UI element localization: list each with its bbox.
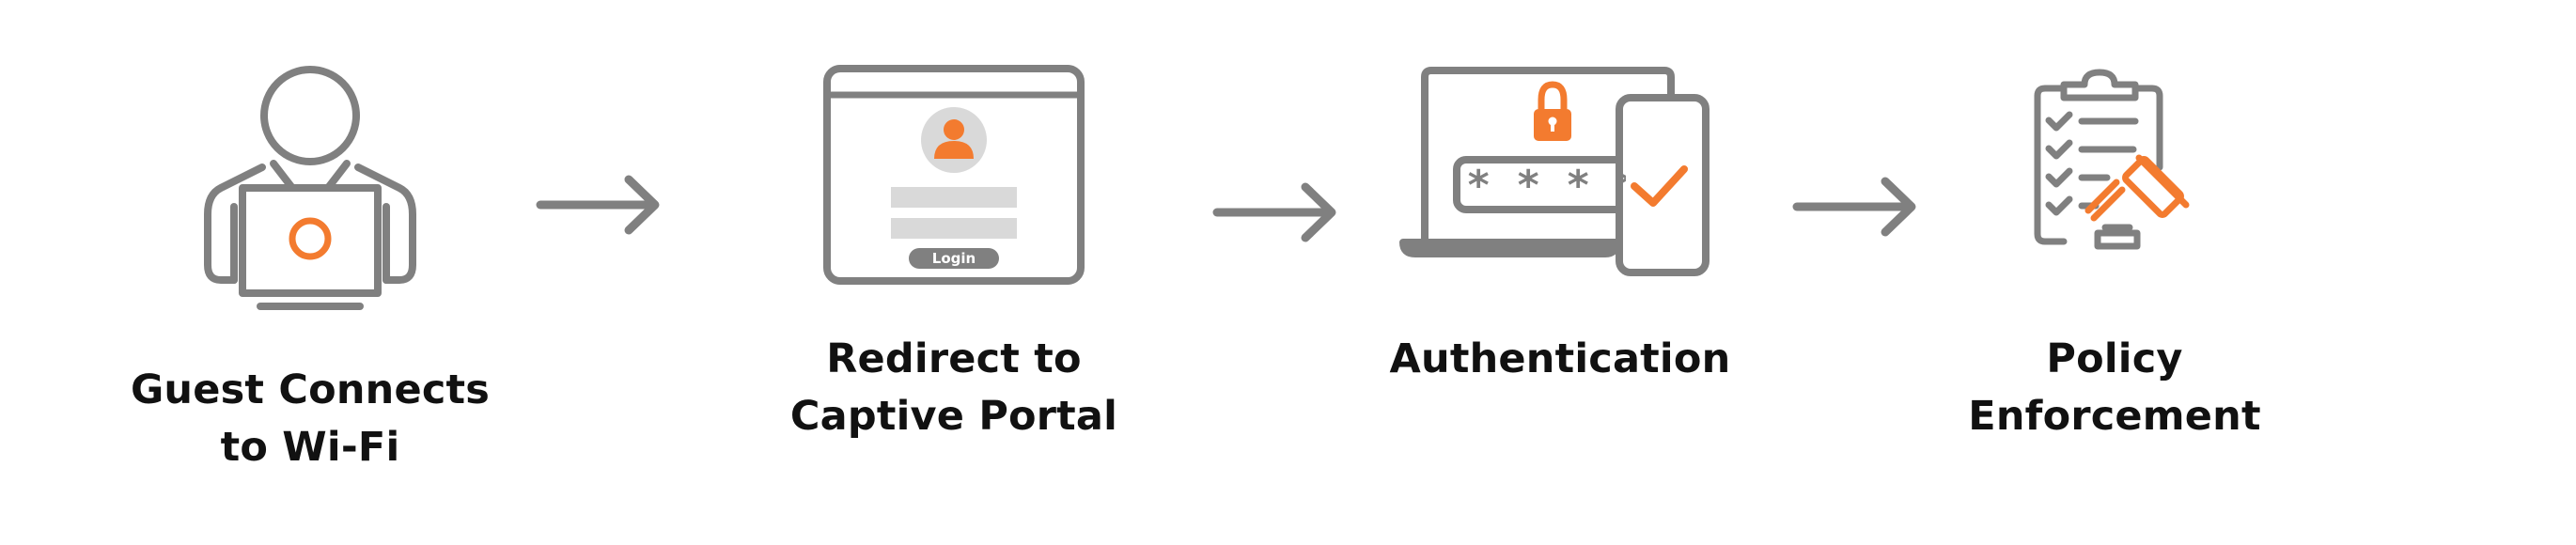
step-1-label-line2: to Wi-Fi: [220, 424, 400, 471]
guest-laptop-icon: [193, 66, 428, 312]
login-window-icon: [822, 64, 1085, 286]
step-1-label-line1: Guest Connects: [130, 366, 491, 413]
step-4-label-line2: Enforcement: [1968, 393, 2261, 440]
login-button-label: Login: [931, 250, 976, 267]
step-2-label: Redirect to Captive Portal: [752, 331, 1156, 445]
password-mask-text: * * * *: [1466, 163, 1626, 210]
arrow-right-icon: [536, 172, 663, 238]
step-2-label-line1: Redirect to: [826, 335, 1082, 382]
step-2-label-line2: Captive Portal: [789, 393, 1118, 440]
step-3-label-line1: Authentication: [1389, 335, 1731, 382]
step-1-label: Guest Connects to Wi-Fi: [108, 362, 512, 476]
step-4-label-line1: Policy: [2046, 335, 2183, 382]
arrow-right-icon: [1212, 179, 1339, 245]
step-4-label: Policy Enforcement: [1912, 331, 2317, 445]
laptop-lock-phone-icon: [1398, 66, 1718, 278]
clipboard-gavel-icon: [2030, 68, 2199, 260]
arrow-right-icon: [1792, 174, 1919, 240]
step-3-label: Authentication: [1358, 331, 1762, 388]
